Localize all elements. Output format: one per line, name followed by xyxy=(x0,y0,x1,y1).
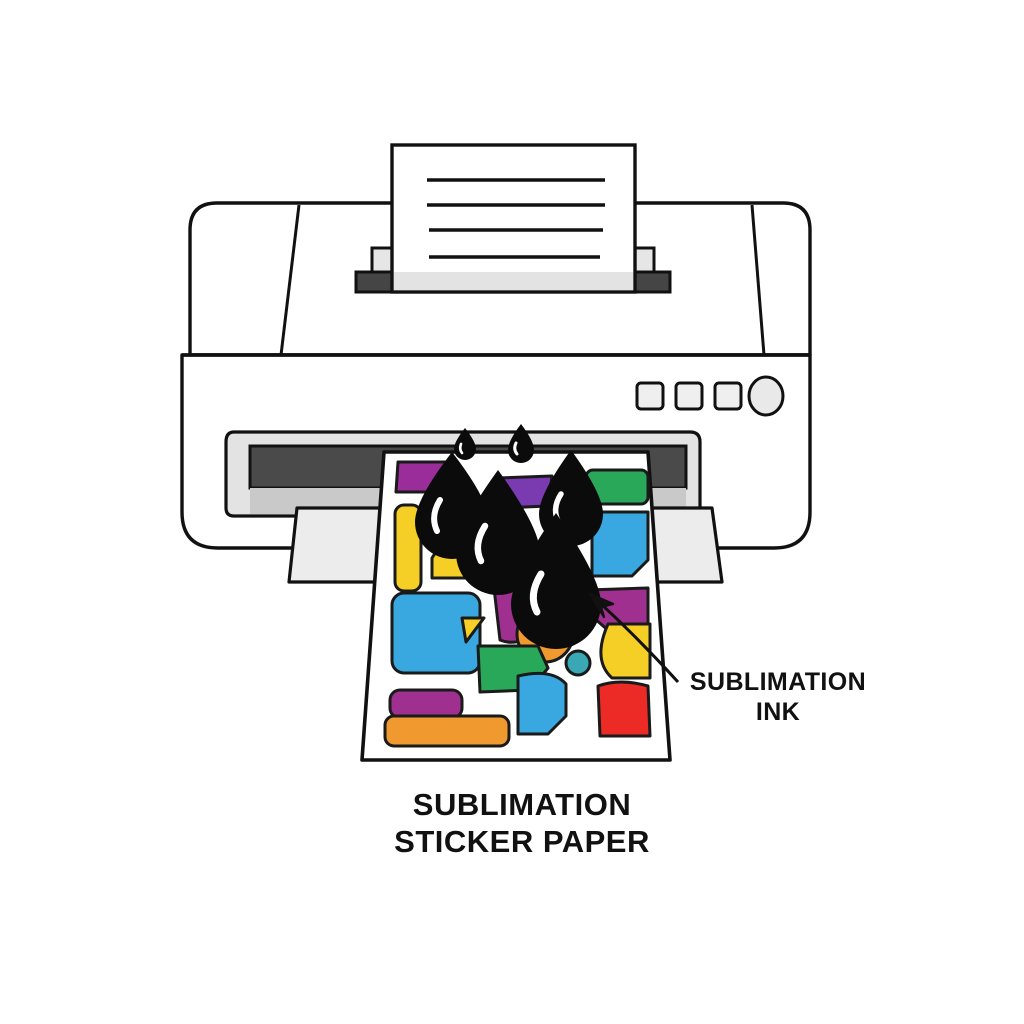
leader-arrowhead xyxy=(588,592,615,619)
top-paper xyxy=(390,143,637,294)
sublimation-sticker-paper-label: SUBLIMATION STICKER PAPER xyxy=(394,787,650,859)
sticker-yellow-wedge xyxy=(460,616,486,644)
sublimation-ink-label: SUBLIMATION INK xyxy=(689,668,867,726)
ink-drop-small-1 xyxy=(454,428,476,460)
leader-line-group xyxy=(588,592,680,684)
printer-seam-right xyxy=(750,204,766,356)
power-button[interactable] xyxy=(747,375,785,417)
printer-seam-left xyxy=(279,204,301,356)
sticker-red-square xyxy=(596,680,652,738)
sticker-yellow-quarter-round xyxy=(599,622,652,680)
top-paper-shadow-band xyxy=(394,272,633,290)
ink-drop-small-2 xyxy=(508,424,534,463)
leader-line xyxy=(598,601,680,684)
sticker-purple-pill xyxy=(388,688,464,720)
sticker-blue-large-rect xyxy=(390,591,482,675)
top-paper-group xyxy=(354,143,672,294)
sticker-orange-bar xyxy=(383,714,511,748)
ink-drop-large-4 xyxy=(511,513,601,649)
control-button-3[interactable] xyxy=(713,381,743,411)
sticker-blue-pentagon xyxy=(516,671,568,736)
sticker-teal-dot xyxy=(564,649,592,677)
sticker-blue-shield xyxy=(590,510,650,578)
control-button-2[interactable] xyxy=(674,381,704,411)
control-button-1[interactable] xyxy=(635,381,665,411)
control-panel xyxy=(635,375,785,417)
sticker-yellow-vertical-bar xyxy=(393,503,423,593)
ink-drop-large-2 xyxy=(456,470,540,595)
top-paper-text-lines xyxy=(427,178,605,259)
ink-drops xyxy=(415,424,603,649)
output-tray-right xyxy=(646,506,724,584)
